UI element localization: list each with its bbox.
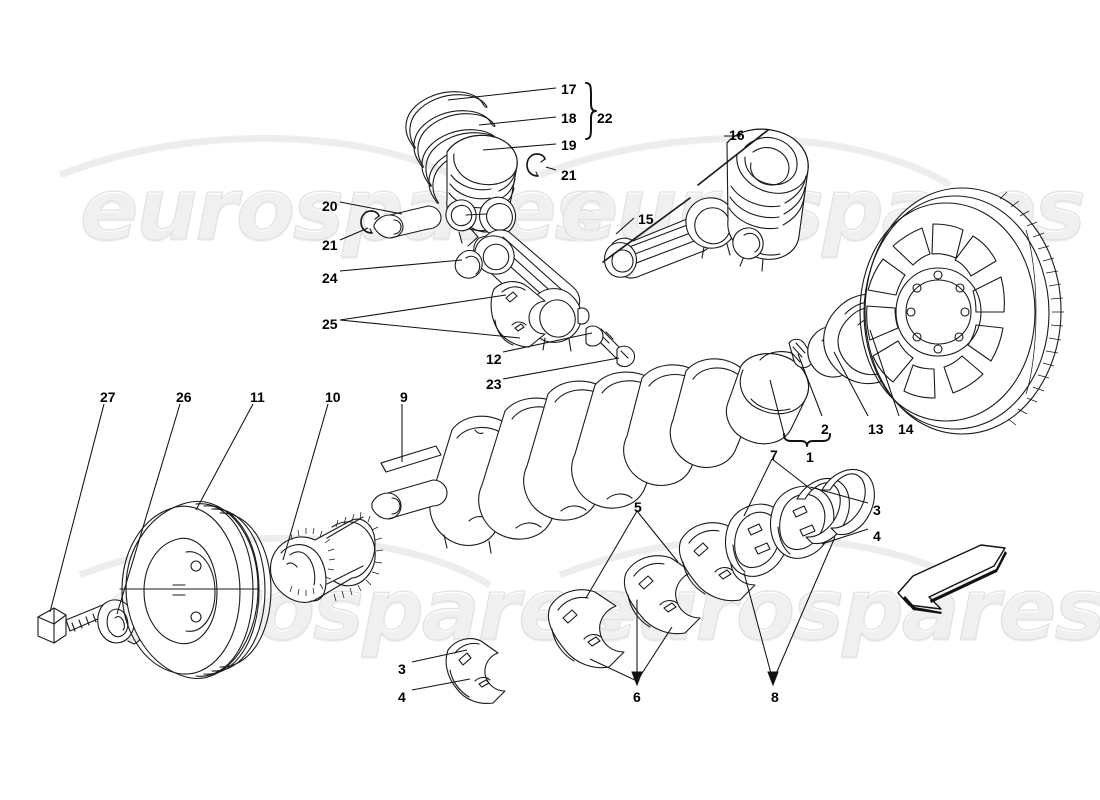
- piston-right: [726, 128, 809, 272]
- gudgeon-pin: [373, 205, 442, 239]
- callout-crankshaft-assembly-bracket[interactable]: 1: [806, 449, 814, 465]
- front-direction-arrow: [897, 544, 1007, 614]
- main-bearing-detail: [445, 638, 506, 704]
- callout-pulley-bolt[interactable]: 27: [100, 389, 116, 405]
- callout-main-bearing-upper-half-detail[interactable]: 3: [398, 661, 406, 677]
- callout-piston-ring-set-bracket[interactable]: 22: [597, 110, 613, 126]
- bearing-shell: [623, 555, 701, 635]
- callout-woodruff-key[interactable]: 9: [400, 389, 408, 405]
- bearing-shell: [547, 589, 625, 669]
- conrod-big-end-bearings: [490, 281, 546, 348]
- piston-left-assembly: [445, 134, 590, 352]
- callout-rear-oil-seal-screw[interactable]: 2: [821, 421, 829, 437]
- thrust-bearing-halves: [725, 469, 875, 577]
- callout-conrod-bolt[interactable]: 12: [486, 351, 502, 367]
- callout-conrod-big-end-bearings[interactable]: 25: [322, 316, 338, 332]
- crankshaft: [429, 338, 813, 554]
- callout-crankshaft-pulley[interactable]: 11: [250, 389, 265, 405]
- crankshaft-pulley: [119, 500, 272, 679]
- callout-connecting-rod[interactable]: 15: [638, 211, 654, 227]
- callout-timing-gear[interactable]: 10: [325, 389, 341, 405]
- conrod-nut: [616, 345, 636, 368]
- callout-circlip-left[interactable]: 21: [322, 237, 338, 253]
- callout-main-bearing-upper-half[interactable]: 3: [873, 502, 881, 518]
- callout-small-end-bush[interactable]: 24: [322, 270, 338, 286]
- callout-piston[interactable]: 16: [729, 127, 745, 143]
- small-end-bush: [454, 249, 483, 279]
- callout-piston-ring-top[interactable]: 17: [561, 81, 577, 97]
- callout-thrust-washers[interactable]: 8: [771, 689, 779, 705]
- woodruff-key: [371, 445, 448, 520]
- callout-main-bearing-lower-half-detail[interactable]: 4: [398, 689, 406, 705]
- callout-pulley-washer[interactable]: 26: [176, 389, 192, 405]
- leader-lines: [49, 82, 900, 691]
- callout-circlip-right[interactable]: 21: [561, 167, 577, 183]
- callout-piston-ring-second[interactable]: 18: [561, 110, 577, 126]
- callout-main-bearing-shells-lower[interactable]: 6: [633, 689, 641, 705]
- circlip-right: [526, 153, 546, 177]
- callout-thrust-bearing-halves[interactable]: 7: [770, 447, 778, 463]
- main-bearing-shells-row: [547, 522, 756, 669]
- timing-gear: [269, 511, 384, 603]
- thrust-half-ring: [821, 469, 875, 536]
- callout-oil-control-ring[interactable]: 19: [561, 137, 577, 153]
- callout-main-bearing-lower-half[interactable]: 4: [873, 528, 881, 544]
- conrod-bolt: [585, 325, 624, 359]
- flywheel: [859, 187, 1064, 435]
- callout-conrod-nut[interactable]: 23: [486, 376, 502, 392]
- callout-rear-bearing-ring[interactable]: 13: [868, 421, 884, 437]
- connecting-rod-right: [603, 197, 737, 279]
- callout-rear-oil-seal[interactable]: 14: [898, 421, 914, 437]
- callout-main-bearing-shells-upper[interactable]: 5: [634, 499, 642, 515]
- callout-gudgeon-pin[interactable]: 20: [322, 198, 338, 214]
